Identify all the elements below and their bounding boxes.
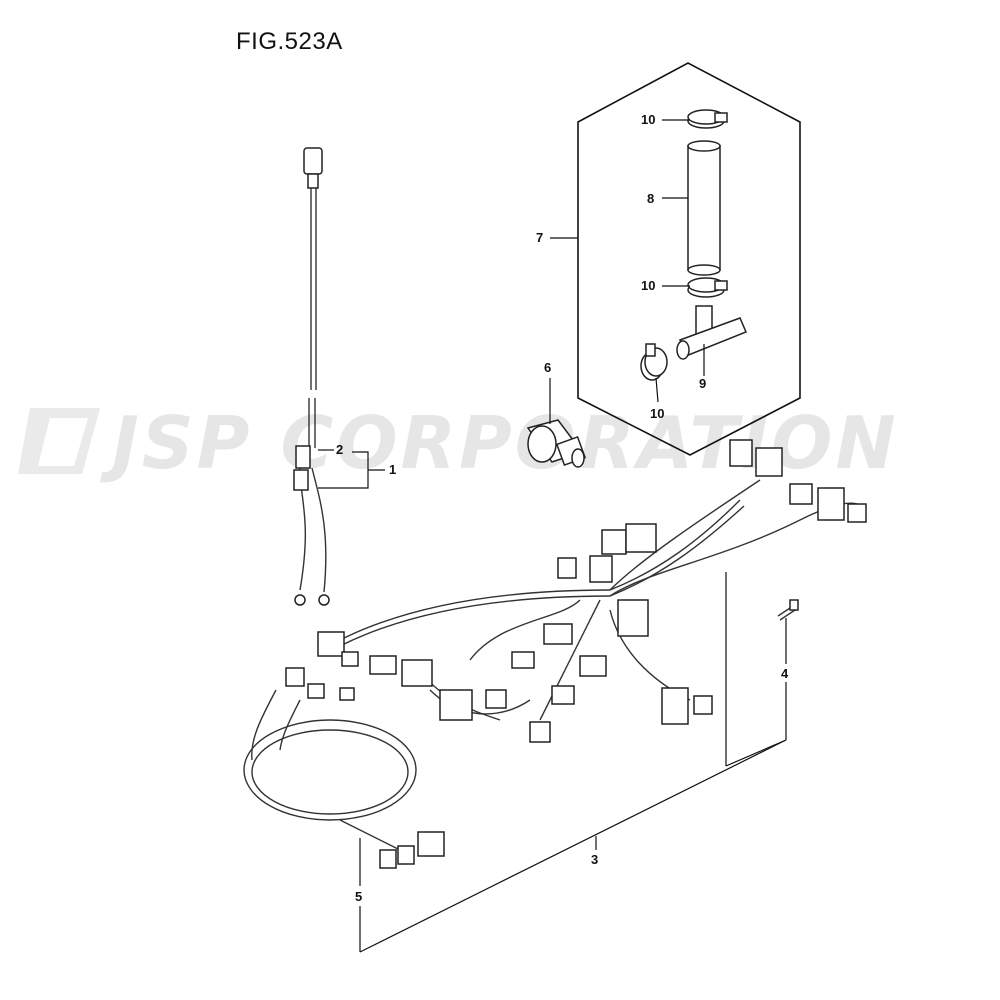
callout-1: 1: [389, 462, 396, 477]
callout-3: 3: [591, 852, 598, 867]
callout-9: 9: [699, 376, 706, 391]
callout-5: 5: [355, 889, 362, 904]
callout-10-middle: 10: [641, 278, 655, 293]
callout-2: 2: [336, 442, 343, 457]
harness-screw[interactable]: [777, 599, 799, 621]
t-joint-fitting[interactable]: [676, 305, 747, 360]
fuse-holder[interactable]: [293, 469, 309, 491]
callout-10-top: 10: [641, 112, 655, 127]
hose-clamp-middle[interactable]: [687, 277, 728, 298]
callout-10-bottom: 10: [650, 406, 664, 421]
assembly-group-outline: [577, 62, 801, 456]
hose-clamp-top[interactable]: [687, 109, 728, 129]
callout-4: 4: [781, 666, 789, 681]
watermark-logo-icon: [18, 408, 100, 474]
figure-title: FIG.523A: [236, 28, 343, 55]
hose-pipe[interactable]: [687, 140, 721, 276]
callout-6: 6: [544, 360, 551, 375]
hose-clamp-bottom[interactable]: [640, 343, 668, 381]
sub-wiring-harness[interactable]: [243, 667, 445, 869]
wiring-harness-main[interactable]: [317, 439, 867, 743]
leader-lines: [318, 119, 787, 953]
callout-7: 7: [536, 230, 543, 245]
battery-cable[interactable]: [294, 147, 330, 606]
callout-8: 8: [647, 191, 654, 206]
nipple-fitting[interactable]: [526, 419, 587, 468]
